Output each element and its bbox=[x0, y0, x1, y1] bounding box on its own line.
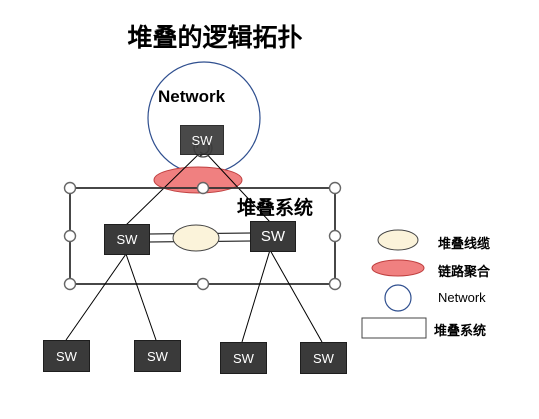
handle-middle-left[interactable] bbox=[63, 229, 77, 243]
handle-middle-right[interactable] bbox=[328, 229, 342, 243]
diagram-title: 堆叠的逻辑拓扑 bbox=[127, 23, 303, 52]
legend-stack-system-swatch bbox=[361, 317, 427, 339]
stack-cable-ellipse bbox=[172, 224, 220, 252]
handle-top-right[interactable] bbox=[328, 181, 342, 195]
handle-bottom-middle[interactable] bbox=[196, 277, 210, 291]
stack-system-label: 堆叠系统 bbox=[237, 197, 314, 219]
access-switch-2[interactable]: SW bbox=[134, 340, 181, 372]
access-switch-3[interactable]: SW bbox=[220, 342, 267, 374]
handle-top-left[interactable] bbox=[63, 181, 77, 195]
selection-handles[interactable] bbox=[63, 181, 342, 291]
core-switch[interactable]: SW bbox=[180, 125, 224, 155]
legend-network-swatch bbox=[384, 284, 412, 312]
downlink-2 bbox=[125, 253, 157, 341]
legend-stack-system-label: 堆叠系统 bbox=[434, 324, 487, 339]
legend-link-aggregation-swatch bbox=[371, 259, 425, 277]
link-aggregation-ellipse bbox=[153, 166, 243, 194]
downlink-1 bbox=[65, 253, 127, 341]
uplink-right bbox=[202, 149, 271, 223]
handle-bottom-left[interactable] bbox=[63, 277, 77, 291]
access-switch-4[interactable]: SW bbox=[300, 342, 347, 374]
legend-stack-cable-label: 堆叠线缆 bbox=[438, 237, 491, 252]
legend-stack-cable-swatch bbox=[377, 229, 419, 251]
handle-top-middle[interactable] bbox=[196, 181, 210, 195]
handle-bottom-right[interactable] bbox=[328, 277, 342, 291]
downlink-4 bbox=[269, 249, 323, 343]
access-switch-1[interactable]: SW bbox=[43, 340, 90, 372]
legend-link-aggregation-label: 链路聚合 bbox=[438, 265, 491, 280]
stack-member-left-switch[interactable]: SW bbox=[104, 224, 150, 255]
stack-member-right-switch[interactable]: SW bbox=[250, 221, 296, 252]
legend-network-label: Network bbox=[438, 290, 486, 305]
network-label: Network bbox=[158, 87, 226, 106]
downlink-3 bbox=[241, 249, 271, 343]
